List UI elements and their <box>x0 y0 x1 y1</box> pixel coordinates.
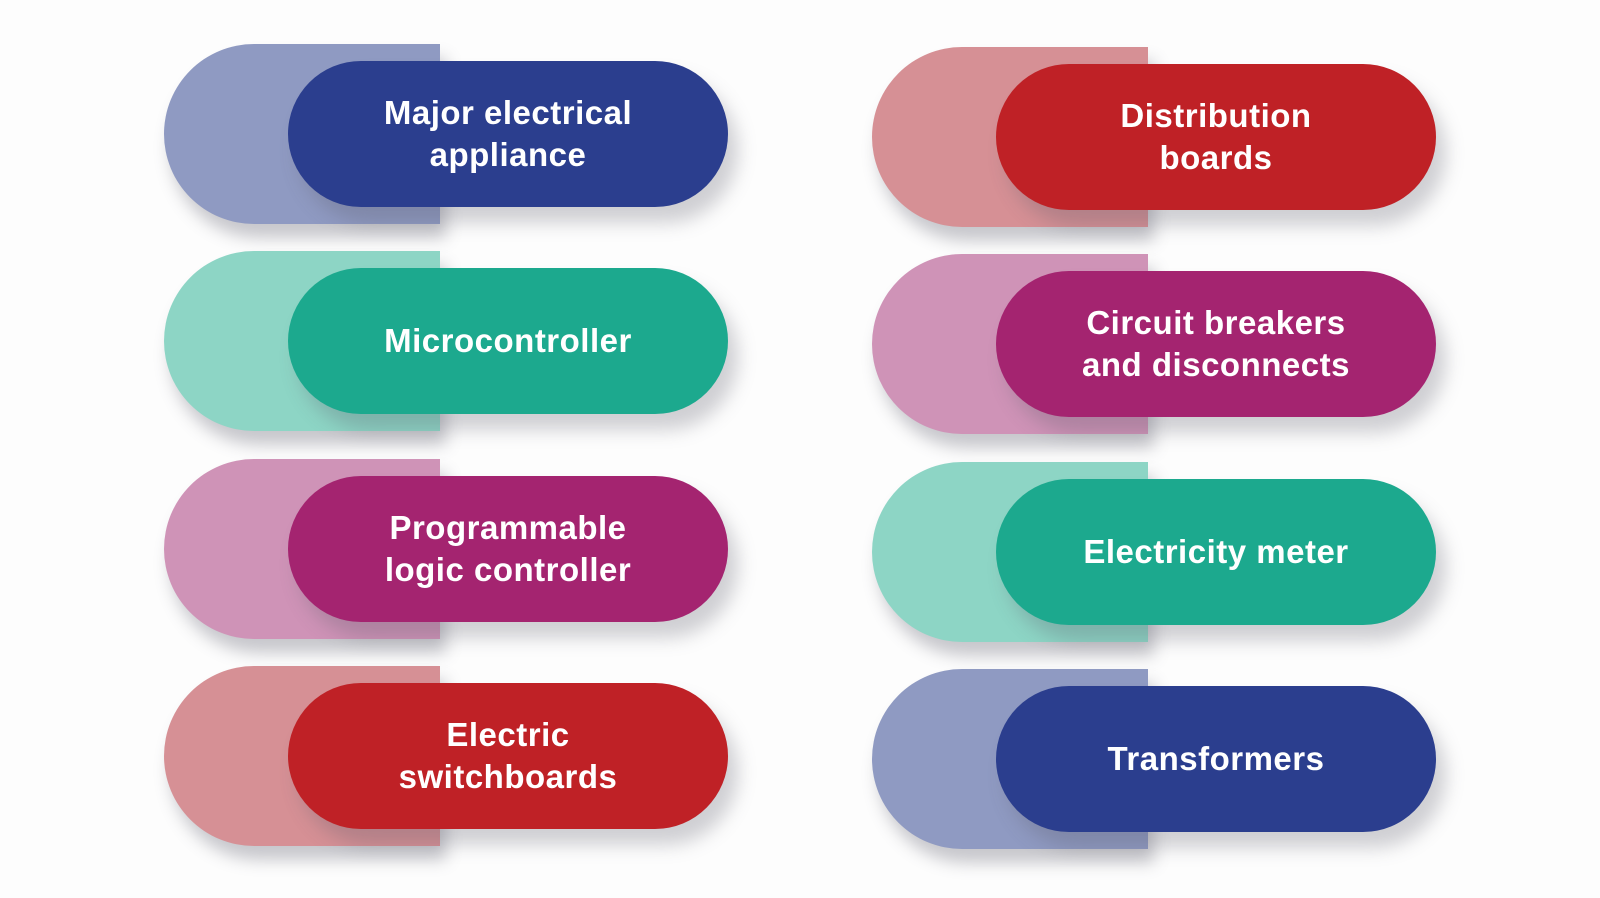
pill-label-text: Electricity meter <box>1083 533 1349 571</box>
pill-label: Major electrical appliance <box>288 61 728 207</box>
pill-label: Distribution boards <box>996 64 1436 210</box>
pill-item-electric-switchboards: Electric switchboards <box>164 666 744 846</box>
pill-label: Electricity meter <box>996 479 1436 625</box>
pill-item-microcontroller: Microcontroller <box>164 251 744 431</box>
pill-label-text: Programmable logic controller <box>384 509 632 588</box>
pill-label: Microcontroller <box>288 268 728 414</box>
pill-label-text: Transformers <box>1107 740 1325 778</box>
pill-label-text: Circuit breakers and disconnects <box>1082 304 1350 383</box>
pill-label: Circuit breakers and disconnects <box>996 271 1436 417</box>
pill-label: Electric switchboards <box>288 683 728 829</box>
pill-item-distribution-boards: Distribution boards <box>872 47 1452 227</box>
pill-item-major-electrical-appliance: Major electrical appliance <box>164 44 744 224</box>
pill-item-transformers: Transformers <box>872 669 1452 849</box>
pill-item-electricity-meter: Electricity meter <box>872 462 1452 642</box>
pill-item-circuit-breakers-and-disconnects: Circuit breakers and disconnects <box>872 254 1452 434</box>
pill-item-programmable-logic-controller: Programmable logic controller <box>164 459 744 639</box>
pill-label-text: Electric switchboards <box>398 716 618 795</box>
pill-label: Transformers <box>996 686 1436 832</box>
pill-label-text: Distribution boards <box>1120 97 1312 176</box>
pill-label-text: Major electrical appliance <box>383 94 633 173</box>
pill-label: Programmable logic controller <box>288 476 728 622</box>
pill-label-text: Microcontroller <box>384 322 632 360</box>
